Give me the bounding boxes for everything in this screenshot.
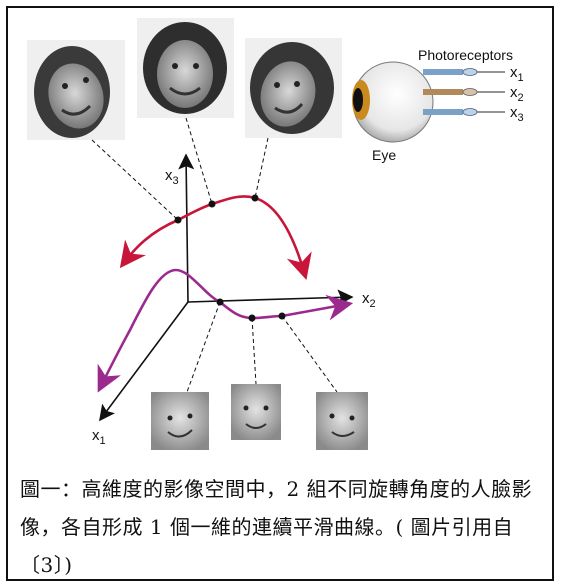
projection-line-adult-3: [254, 137, 269, 199]
face-image-adult-3: [245, 38, 342, 138]
eye-label: Eye: [372, 147, 396, 163]
face-image-adult-1: [27, 40, 125, 140]
photoreceptor-row-3: [423, 108, 505, 116]
axis-x2: [187, 289, 354, 306]
projection-line-adult-1: [91, 139, 179, 221]
projection-line-baby-1: [186, 301, 221, 393]
projection-line-baby-2: [251, 317, 257, 385]
projection-line-baby-3: [281, 315, 338, 393]
photoreceptor-row-1: [423, 68, 505, 76]
projection-line-adult-2: [185, 117, 213, 205]
adult-curve: [177, 195, 312, 280]
receptor-label-x3: x3: [510, 104, 524, 124]
adult-point-3: [251, 194, 259, 202]
figure-caption: 圖一：高維度的影像空間中，2 組不同旋轉角度的人臉影像，各自形成 1 個一維的連…: [20, 477, 533, 577]
axis-x3: [178, 153, 195, 303]
baby-curve-left-arrow: [97, 268, 221, 393]
axis-label-x3: x3: [165, 167, 179, 187]
face-image-baby-1: [151, 392, 209, 450]
adult-curve-left-arrow: [119, 218, 179, 269]
axis-x1: [99, 301, 189, 422]
receptor-label-x2: x2: [510, 84, 524, 104]
baby-curve: [219, 294, 354, 321]
axis-label-x1: x1: [92, 427, 106, 447]
adult-point-1: [174, 216, 182, 224]
receptor-label-x1: x1: [510, 64, 524, 84]
face-image-baby-3: [316, 392, 368, 450]
eye-illustration: [352, 61, 434, 143]
adult-point-2: [208, 200, 216, 208]
face-image-adult-2: [137, 18, 234, 118]
photoreceptors-label: Photoreceptors: [418, 47, 513, 63]
axis-label-x2: x2: [362, 290, 376, 310]
photoreceptor-row-2: [423, 88, 505, 96]
face-image-baby-2: [231, 384, 281, 440]
